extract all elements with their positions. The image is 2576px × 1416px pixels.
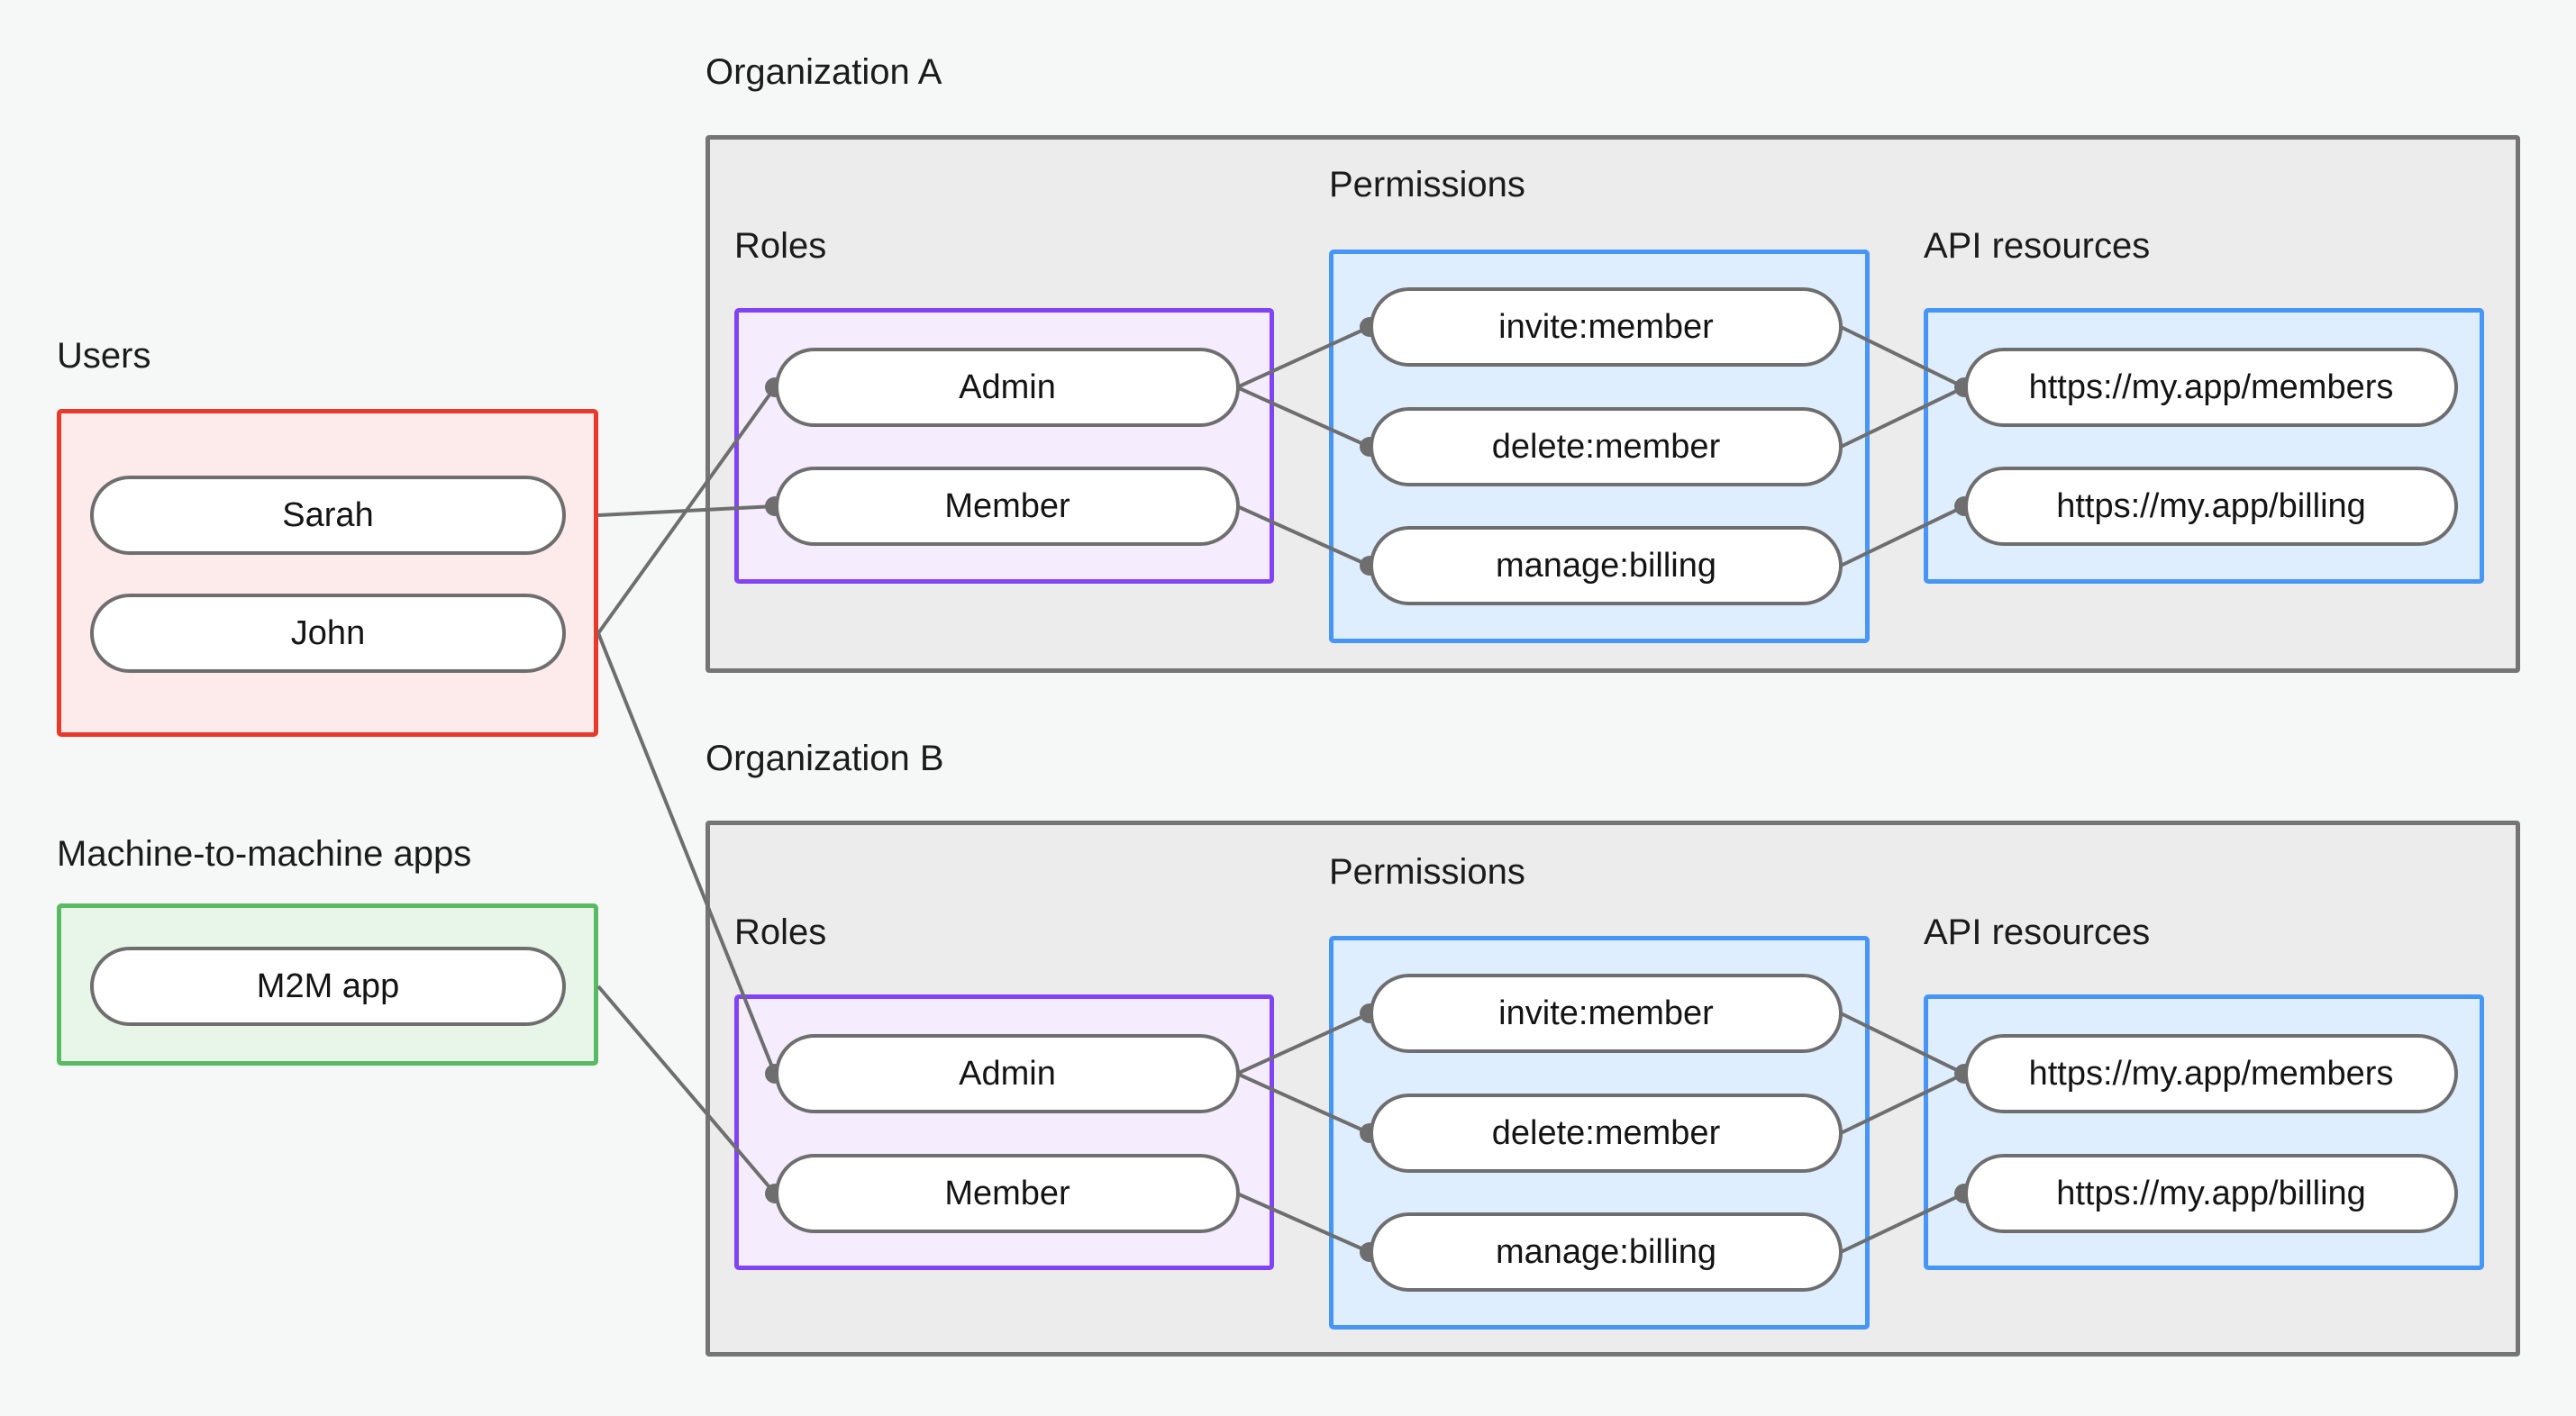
org-b-permission-delete-member[interactable]: delete:member: [1370, 1094, 1843, 1173]
org-b-permission-manage-billing[interactable]: manage:billing: [1370, 1212, 1843, 1292]
org-a-label: Organization A: [705, 52, 942, 92]
org-b-role-admin[interactable]: Admin: [775, 1034, 1240, 1113]
user-node-john[interactable]: John: [90, 594, 566, 673]
org-a-roles-label: Roles: [734, 226, 827, 266]
org-a-api-billing[interactable]: https://my.app/billing: [1964, 467, 2458, 546]
org-b-permission-invite-member[interactable]: invite:member: [1370, 974, 1843, 1053]
org-b-api-members[interactable]: https://my.app/members: [1964, 1034, 2458, 1113]
org-a-api-label: API resources: [1924, 226, 2151, 266]
org-b-api-billing[interactable]: https://my.app/billing: [1964, 1154, 2458, 1233]
m2m-node-app[interactable]: M2M app: [90, 947, 566, 1026]
org-a-role-admin[interactable]: Admin: [775, 348, 1240, 427]
org-a-permission-invite-member[interactable]: invite:member: [1370, 287, 1843, 367]
org-b-roles-label: Roles: [734, 912, 827, 952]
org-a-permission-delete-member[interactable]: delete:member: [1370, 407, 1843, 486]
user-node-sarah[interactable]: Sarah: [90, 476, 566, 555]
org-b-role-member[interactable]: Member: [775, 1154, 1240, 1233]
org-a-permission-manage-billing[interactable]: manage:billing: [1370, 526, 1843, 605]
users-container: [57, 409, 598, 737]
org-a-permissions-label: Permissions: [1329, 165, 1525, 204]
users-group-label: Users: [57, 336, 151, 376]
org-b-api-label: API resources: [1924, 912, 2151, 952]
org-a-role-member[interactable]: Member: [775, 467, 1240, 546]
org-b-label: Organization B: [705, 739, 944, 778]
m2m-group-label: Machine-to-machine apps: [57, 834, 472, 874]
org-b-permissions-label: Permissions: [1329, 852, 1525, 892]
org-a-api-members[interactable]: https://my.app/members: [1964, 348, 2458, 427]
